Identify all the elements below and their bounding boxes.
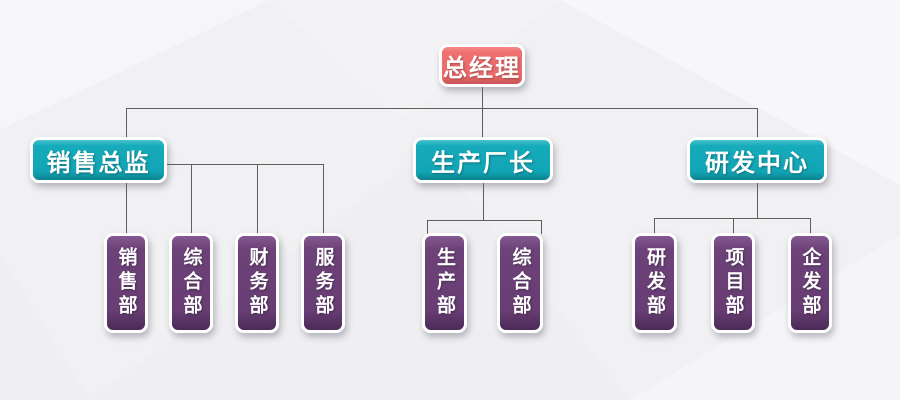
connector-production-drop — [483, 183, 484, 220]
node-service-dept-label: 服务部 — [312, 247, 335, 319]
node-general-affairs-dept-production-label: 综合部 — [509, 247, 532, 319]
connector-sales-drop — [126, 183, 127, 233]
connector-sales-child3 — [257, 164, 258, 233]
connector-production-horizontal — [427, 220, 542, 221]
node-rd-dept: 研发部 — [632, 233, 677, 333]
node-rd-center: 研发中心 — [687, 137, 827, 183]
node-general-affairs-dept-production: 综合部 — [497, 233, 543, 333]
connector-top-horizontal — [126, 108, 758, 109]
connector-rd-horizontal — [654, 218, 811, 219]
connector-sales-horizontal — [167, 164, 324, 165]
node-general-manager-label: 总经理 — [443, 54, 521, 82]
connector-production-child1 — [427, 220, 428, 234]
node-rd-dept-label: 研发部 — [644, 247, 666, 319]
connector-root-drop — [482, 87, 483, 137]
node-production-manager: 生产厂长 — [413, 137, 553, 183]
connector-top-left-drop — [126, 108, 127, 137]
connector-sales-child4 — [323, 164, 324, 233]
node-project-dept-label: 项目部 — [722, 247, 745, 319]
connector-rd-drop — [757, 183, 758, 218]
node-production-dept: 生产部 — [422, 233, 467, 333]
node-sales-dept-label: 销售部 — [115, 247, 138, 319]
node-enterprise-dev-dept: 企发部 — [788, 233, 832, 333]
connector-rd-child3 — [810, 218, 811, 234]
node-general-affairs-dept-sales-label: 综合部 — [180, 247, 203, 319]
connector-rd-child1 — [654, 218, 655, 234]
node-finance-dept: 财务部 — [235, 233, 279, 333]
connector-production-child2 — [541, 220, 542, 234]
node-enterprise-dev-dept-label: 企发部 — [799, 247, 822, 319]
node-production-manager-label: 生产厂长 — [431, 148, 535, 177]
node-sales-director-label: 销售总监 — [46, 148, 151, 177]
connector-sales-child2 — [191, 164, 192, 233]
node-general-affairs-dept-sales: 综合部 — [169, 233, 213, 333]
node-sales-dept: 销售部 — [104, 233, 148, 333]
node-finance-dept-label: 财务部 — [246, 247, 269, 319]
node-project-dept: 项目部 — [711, 233, 755, 333]
node-production-dept-label: 生产部 — [434, 247, 456, 319]
connector-top-right-drop — [757, 108, 758, 137]
connector-rd-child2 — [733, 218, 734, 234]
node-general-manager: 总经理 — [439, 44, 525, 87]
node-service-dept: 服务部 — [301, 233, 345, 333]
node-sales-director: 销售总监 — [30, 137, 167, 183]
node-rd-center-label: 研发中心 — [705, 148, 809, 177]
